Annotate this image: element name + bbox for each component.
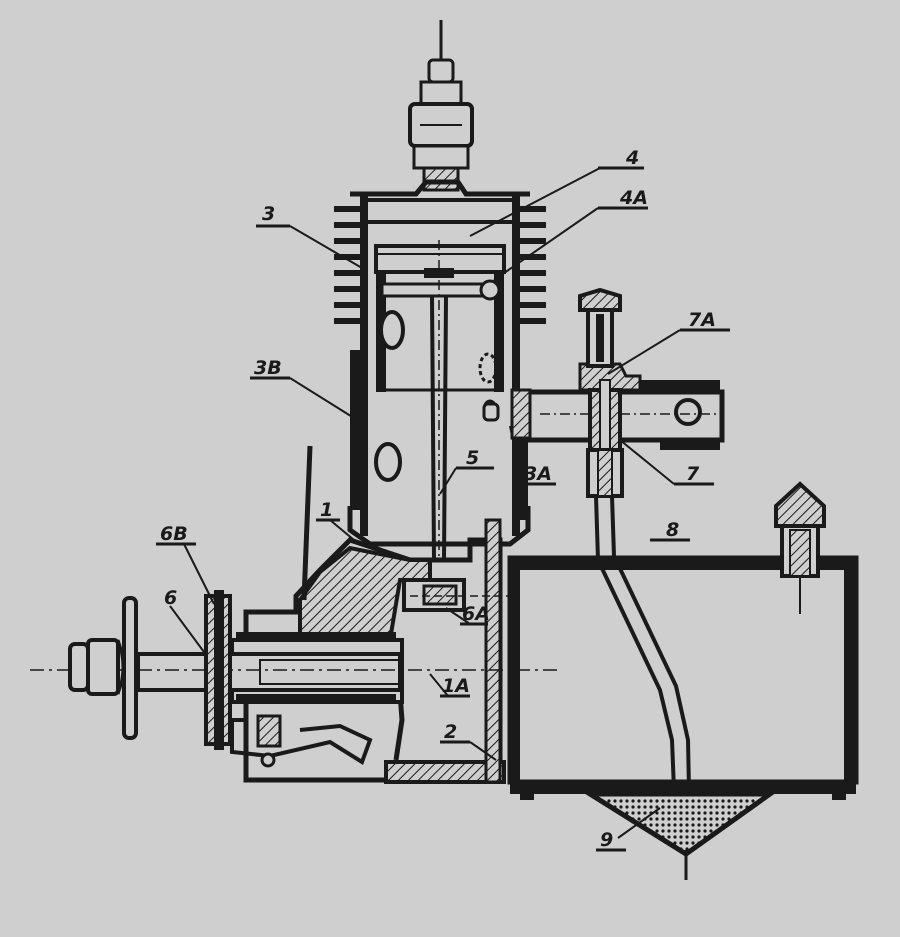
- crankshaft: [30, 632, 560, 704]
- label-6b: 6B: [160, 523, 188, 545]
- label-4a: 4A: [619, 187, 648, 209]
- timer-arm: [230, 445, 373, 768]
- label-4: 4: [625, 147, 639, 169]
- label-3b: 3B: [254, 357, 282, 379]
- piston: [374, 244, 506, 392]
- label-7: 7: [686, 463, 700, 485]
- crankcase: [243, 518, 514, 784]
- label-2: 2: [444, 721, 457, 743]
- connecting-rod: [430, 240, 448, 561]
- carburettor: [482, 362, 725, 498]
- label-3a: 3A: [524, 463, 552, 485]
- fuel-pipe: [594, 495, 692, 841]
- label-3: 3: [262, 203, 275, 225]
- cylinder: [347, 196, 531, 547]
- label-5: 5: [466, 447, 479, 469]
- label-7a: 7A: [688, 309, 716, 331]
- needle-valve: [578, 287, 622, 368]
- label-9: 9: [600, 829, 613, 851]
- label-1: 1: [320, 499, 333, 521]
- label-6: 6: [164, 587, 177, 609]
- cooling-fins: [334, 206, 546, 324]
- filler-cap: [774, 481, 826, 614]
- label-1a: 1A: [442, 675, 470, 697]
- label-6a: 6A: [462, 603, 490, 625]
- propeller-hub: [68, 590, 232, 750]
- leader-lines: [156, 166, 730, 852]
- label-8: 8: [666, 519, 679, 541]
